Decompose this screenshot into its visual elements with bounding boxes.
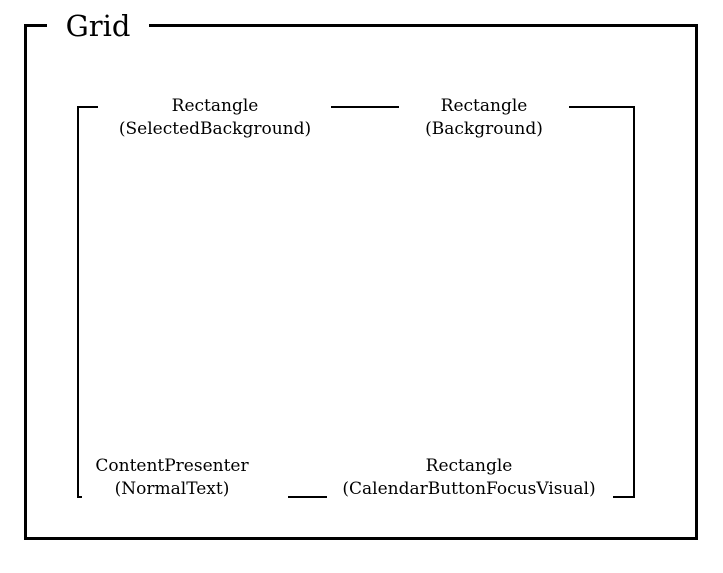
grid-label: Grid xyxy=(47,9,149,43)
inner-box-bottom-border-segment-middle xyxy=(288,496,327,498)
inner-box-right-border xyxy=(633,106,635,498)
node-type-label: ContentPresenter xyxy=(95,456,249,476)
inner-box-left-border xyxy=(77,106,79,498)
inner-box-top-border-segment-middle xyxy=(331,106,407,108)
node-part-label: (SelectedBackground) xyxy=(118,119,312,139)
node-type-label: Rectangle xyxy=(440,96,528,116)
node-part-label: (Background) xyxy=(425,119,543,139)
node-part-label: (NormalText) xyxy=(114,479,230,499)
node-label-calendar-button-focus-visual: Rectangle (CalendarButtonFocusVisual) xyxy=(328,455,610,501)
node-label-background: Rectangle (Background) xyxy=(399,95,569,141)
node-part-label: (CalendarButtonFocusVisual) xyxy=(342,479,596,499)
node-label-normal-text: ContentPresenter (NormalText) xyxy=(82,455,262,501)
node-type-label: Rectangle xyxy=(171,96,259,116)
inner-box-top-border-segment-right xyxy=(568,106,635,108)
inner-box-bottom-border-segment-right xyxy=(613,496,635,498)
inner-box-top-border-segment-left xyxy=(77,106,98,108)
node-label-selected-background: Rectangle (SelectedBackground) xyxy=(105,95,325,141)
node-type-label: Rectangle xyxy=(425,456,513,476)
